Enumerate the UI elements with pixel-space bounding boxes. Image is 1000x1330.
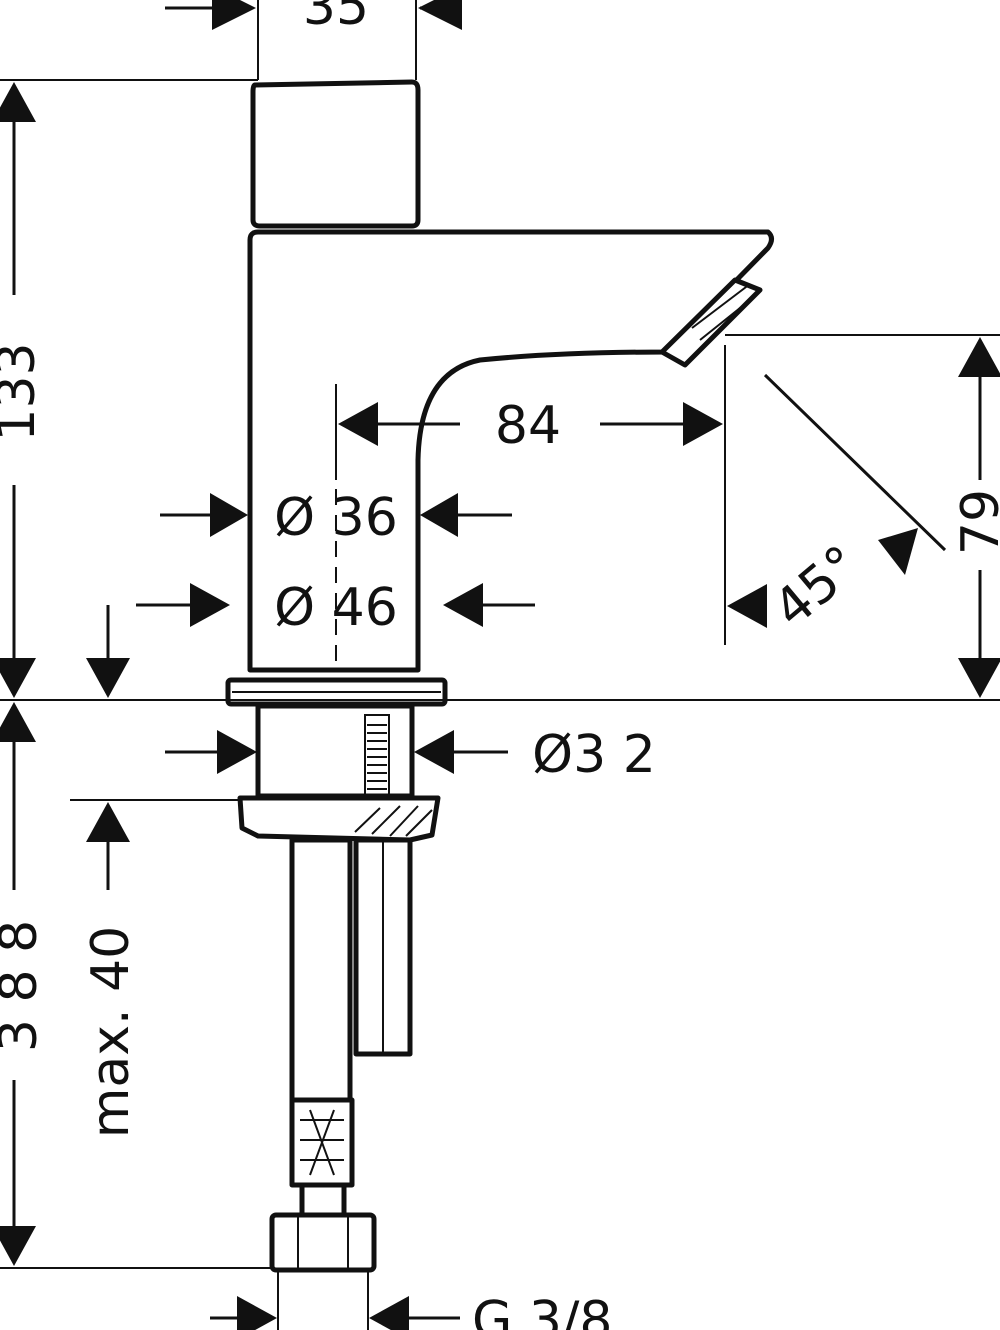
- label-body-diameter: Ø 36: [274, 488, 398, 548]
- dim-spout-reach: [338, 402, 723, 446]
- label-below-deck: 3 8 8: [0, 920, 49, 1052]
- faucet-body-spout: [247, 229, 774, 673]
- label-spout-height: 79: [951, 489, 1000, 555]
- dim-shank-diameter: [165, 730, 508, 774]
- dim-below-deck: [0, 702, 36, 1266]
- supply-hose: [289, 837, 353, 1103]
- faucet-outline: [225, 79, 774, 1273]
- label-spout-reach: 84: [495, 396, 561, 456]
- dim-connection-thread: [210, 1296, 460, 1330]
- dim-top-width: [165, 0, 462, 30]
- hose-neck: [299, 1182, 347, 1218]
- connection-nut: [269, 1212, 377, 1273]
- push-button-cap: [250, 79, 421, 229]
- dim-body-diameter: [160, 493, 512, 537]
- dim-total-height: [0, 82, 36, 698]
- label-max-deck: max. 40: [81, 926, 141, 1139]
- label-top-width: 35: [303, 0, 369, 37]
- label-base-diameter: Ø 46: [274, 578, 398, 638]
- dim-spout-angle: [727, 373, 947, 628]
- label-connection-thread: G 3/8: [472, 1291, 613, 1330]
- dim-base-diameter: [136, 583, 535, 627]
- label-spout-angle: 45°: [762, 534, 871, 639]
- label-shank-diameter: Ø3 2: [532, 725, 656, 785]
- dim-max-deck: [86, 605, 130, 890]
- aerator: [659, 271, 763, 368]
- dim-spout-height: [958, 337, 1000, 698]
- label-total-height: 133: [0, 342, 47, 441]
